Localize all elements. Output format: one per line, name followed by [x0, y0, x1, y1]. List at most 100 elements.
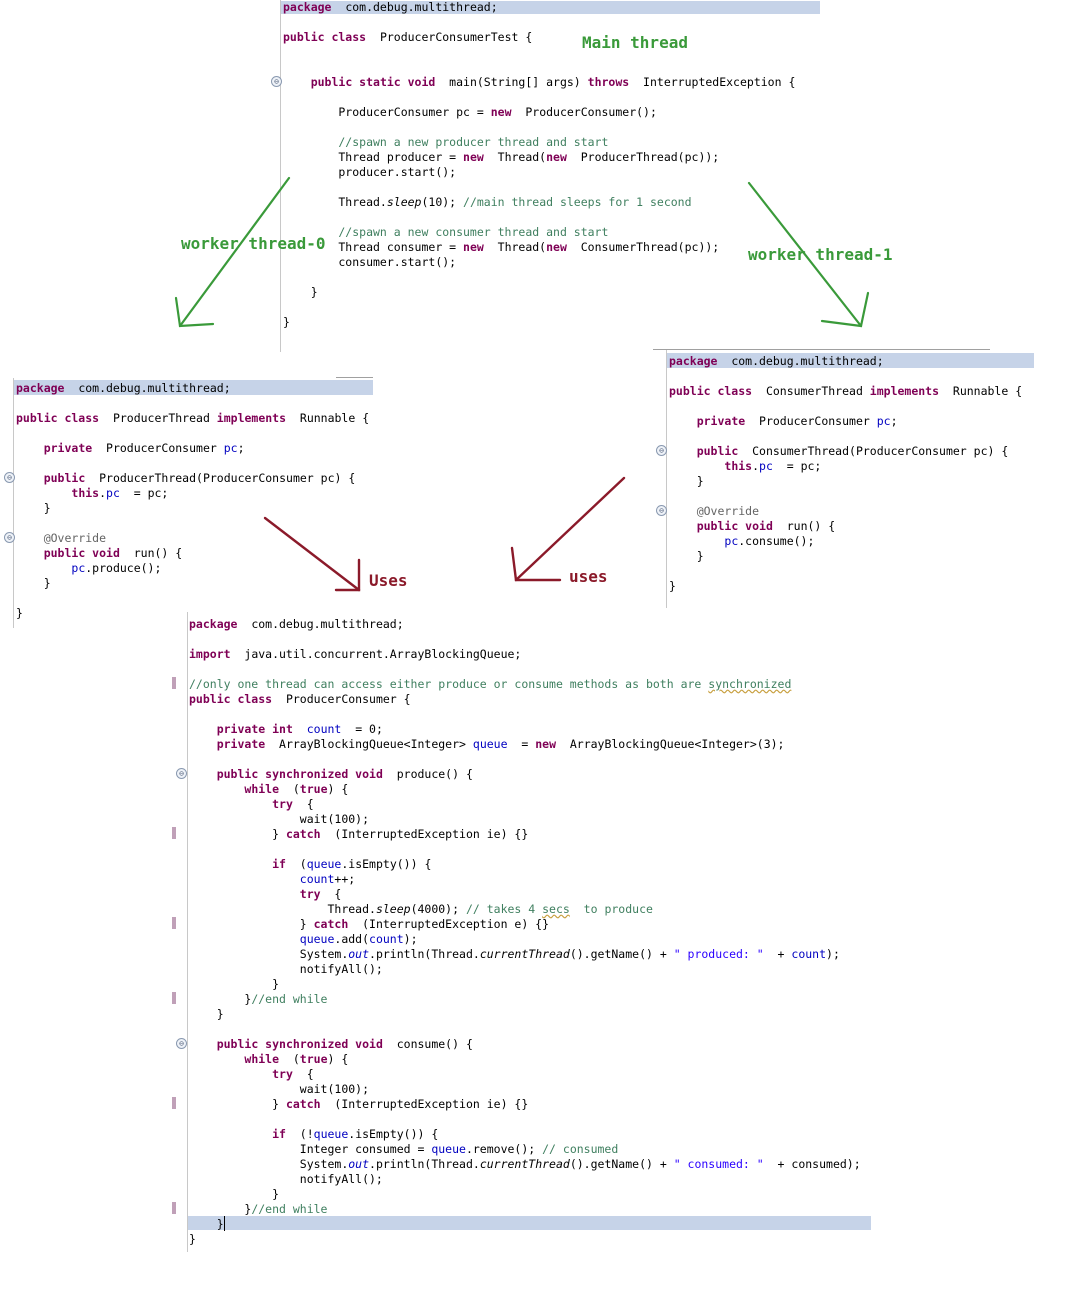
fold-consumer-run-icon[interactable]: ⊖: [656, 505, 667, 516]
code-line: @Override: [669, 504, 759, 518]
code-line: private int count = 0;: [189, 722, 383, 736]
code-token: (: [279, 782, 300, 796]
code-token: System.: [189, 1157, 349, 1171]
code-token: pc: [724, 534, 739, 548]
code-token: package: [16, 381, 65, 395]
code-line: private ProducerConsumer pc;: [16, 441, 245, 455]
code-token: consumer.start();: [283, 255, 457, 269]
code-line: while (true) {: [189, 1052, 348, 1066]
code-line: Thread consumer = new Thread(new Consume…: [283, 240, 719, 254]
code-line: pc.consume();: [669, 534, 814, 548]
code-token: ;: [890, 414, 898, 428]
red-arrow-uses-left-head: [334, 558, 361, 592]
code-token: try: [272, 1067, 293, 1081]
fold-producer-constructor-icon[interactable]: ⊖: [4, 472, 15, 483]
code-token: public void: [43, 546, 120, 560]
fold-consume-method-icon[interactable]: ⊖: [176, 1038, 187, 1049]
code-token: .: [752, 459, 760, 473]
code-token: public class: [189, 692, 273, 706]
code-line: @Override: [16, 531, 106, 545]
code-token: Thread.: [283, 195, 387, 209]
code-token: wait(100);: [189, 1082, 370, 1096]
code-token: queue: [472, 737, 508, 751]
code-token: .isEmpty()) {: [348, 1127, 439, 1141]
consumer-thread-code[interactable]: package com.debug.multithread; public cl…: [669, 354, 1022, 594]
code-line: }: [189, 1187, 279, 1201]
code-line: this.pc = pc;: [16, 486, 168, 500]
code-line: import java.util.concurrent.ArrayBlockin…: [189, 647, 521, 661]
code-token: catch: [313, 917, 349, 931]
code-token: count: [299, 872, 335, 886]
code-line: wait(100);: [189, 812, 369, 826]
code-token: }: [189, 1097, 286, 1111]
code-token: import: [189, 647, 231, 661]
code-token: catch: [285, 827, 321, 841]
consumer-package-highlight: [667, 353, 1034, 368]
fold-consumer-constructor-icon[interactable]: ⊖: [656, 445, 667, 456]
code-token: pc: [223, 441, 238, 455]
code-token: synchronized: [708, 677, 792, 691]
code-token: private: [696, 414, 746, 428]
occurrence-marker: [172, 827, 176, 839]
code-token: run() {: [772, 519, 836, 533]
code-token: //spawn a new producer thread and start: [283, 135, 609, 149]
code-token: {: [320, 887, 342, 901]
code-line: public class ConsumerThread implements R…: [669, 384, 1022, 398]
code-token: Thread(: [483, 240, 547, 254]
code-token: ().getName() +: [569, 1157, 674, 1171]
code-line: public ProducerThread(ProducerConsumer p…: [16, 471, 356, 485]
fold-main-method-icon[interactable]: ⊖: [271, 76, 282, 87]
code-token: if: [272, 857, 286, 871]
code-line: }: [669, 474, 704, 488]
code-line: }: [669, 579, 676, 593]
code-token: ProducerThread(pc));: [566, 150, 720, 164]
code-line: //spawn a new producer thread and start: [283, 135, 608, 149]
green-arrow-worker0: [178, 176, 291, 328]
code-token: currentThread: [479, 1157, 570, 1171]
code-token: +: [763, 947, 792, 961]
main-thread-code[interactable]: package com.debug.multithread; public cl…: [283, 0, 795, 330]
code-line: package com.debug.multithread;: [669, 354, 884, 368]
code-token: catch: [285, 1097, 321, 1111]
code-token: main(String[] args): [435, 75, 588, 89]
producer-thread-code[interactable]: package com.debug.multithread; public cl…: [16, 381, 369, 621]
code-token: package: [189, 617, 238, 631]
code-token: public void: [696, 519, 773, 533]
code-token: public synchronized void: [216, 1037, 383, 1051]
fold-produce-method-icon[interactable]: ⊖: [176, 768, 187, 779]
code-line: }//end while: [189, 992, 327, 1006]
code-token: while: [244, 782, 280, 796]
code-token: (: [285, 857, 307, 871]
code-line: Thread.sleep(4000); // takes 4 secs to p…: [189, 902, 652, 916]
code-token: .consume();: [738, 534, 815, 548]
code-token: }: [283, 285, 318, 299]
code-line: } catch (InterruptedException ie) {}: [189, 827, 528, 841]
code-token: }: [669, 549, 704, 563]
code-token: wait(100);: [189, 812, 370, 826]
code-token: ().getName() +: [569, 947, 674, 961]
fold-producer-run-icon[interactable]: ⊖: [4, 532, 15, 543]
code-line: count++;: [189, 872, 355, 886]
code-token: pc: [876, 414, 891, 428]
code-token: produce() {: [382, 767, 473, 781]
consumer-editor-left-border: [666, 350, 667, 608]
code-token: ) {: [327, 1052, 349, 1066]
code-token: System.: [189, 947, 349, 961]
code-token: package: [669, 354, 718, 368]
code-line: package com.debug.multithread;: [189, 617, 404, 631]
uses-right-label: uses: [569, 567, 608, 586]
red-arrow-uses-left: [263, 516, 361, 592]
worker-thread-0-label: worker thread-0: [181, 234, 326, 253]
code-line: public class ProducerConsumerTest {: [283, 30, 532, 44]
code-token: pc: [106, 486, 120, 500]
producer-consumer-code[interactable]: package com.debug.multithread; import ja…: [189, 617, 861, 1247]
code-token: count: [369, 932, 404, 946]
code-token: Thread producer =: [283, 150, 464, 164]
code-line: public class ProducerConsumer {: [189, 692, 411, 706]
code-token: ConsumerThread: [752, 384, 870, 398]
code-line: System.out.println(Thread.currentThread(…: [189, 947, 840, 961]
code-line: notifyAll();: [189, 1172, 383, 1186]
code-token: =: [507, 737, 536, 751]
occurrence-marker: [172, 1202, 176, 1214]
code-line: pc.produce();: [16, 561, 161, 575]
